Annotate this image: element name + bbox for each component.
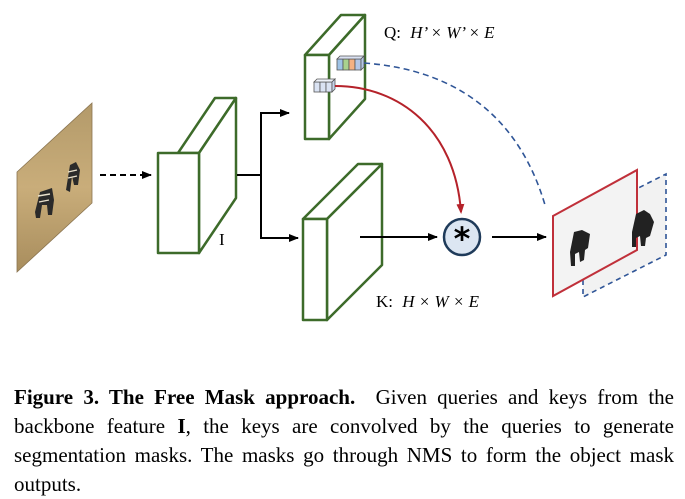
branch-arrows <box>237 109 299 242</box>
query-to-mask-dashed-arc <box>363 62 546 206</box>
query-dims-label: Q: H’ × W’ × E <box>384 23 495 42</box>
query-embedding-top <box>336 55 365 71</box>
output-masks <box>552 168 667 299</box>
query-feature-block <box>303 13 367 141</box>
key-dims-label: K: H × W × E <box>376 292 480 311</box>
figure-caption: Figure 3. The Free Mask approach. Given … <box>14 383 674 499</box>
caption-heading: Figure 3. The Free Mask approach. <box>14 385 356 409</box>
zebra-silhouettes <box>35 162 80 218</box>
input-image <box>16 102 93 273</box>
caption-symbol: I <box>177 414 186 438</box>
convolution-operator: * <box>454 220 471 258</box>
query-to-conv-arc <box>334 85 465 214</box>
mask-silhouette-right <box>632 210 654 247</box>
key-feature-block <box>301 162 384 322</box>
backbone-label: I <box>219 230 225 249</box>
mask-silhouette-left <box>570 230 590 266</box>
backbone-feature-block <box>156 96 238 255</box>
caption-text-part1: Given queries and keys from the backbone… <box>14 385 674 438</box>
architecture-diagram: I Q: H’ × W’ × E K: H × W × E <box>16 13 667 322</box>
convolution-node: * <box>442 217 482 258</box>
query-embedding-bottom <box>313 78 336 93</box>
